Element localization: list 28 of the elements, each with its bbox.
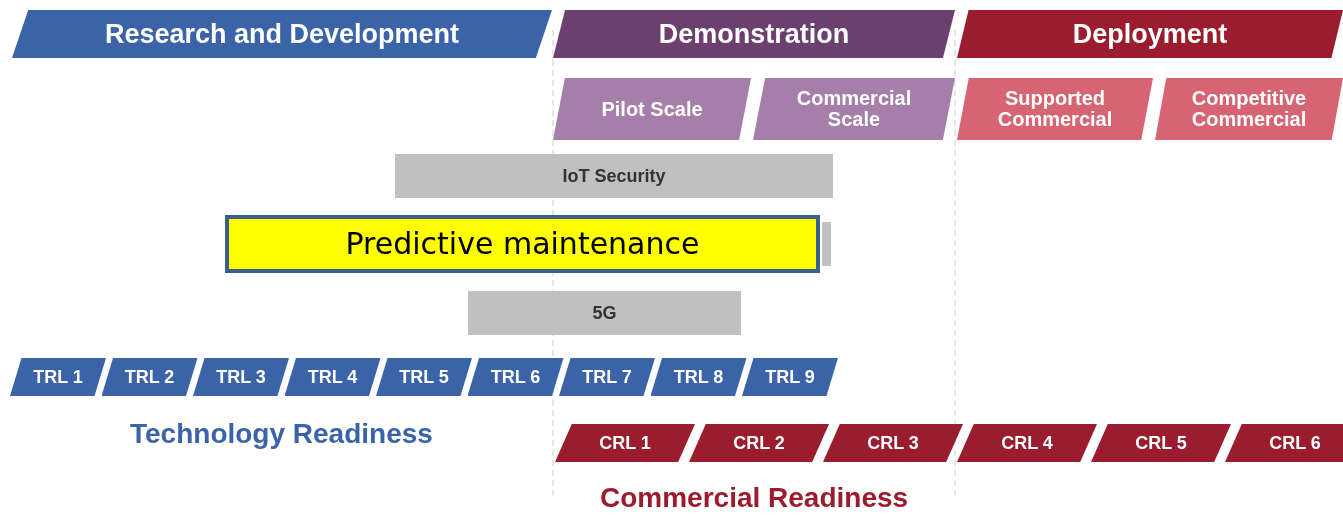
level-tag: TRL 1 — [10, 358, 106, 396]
level-tag: CRL 5 — [1091, 424, 1231, 462]
axis-title: Technology Readiness — [130, 418, 433, 450]
highlight-box: Predictive maintenance — [225, 215, 820, 273]
technology-bar: IoT Security — [395, 154, 833, 198]
level-tag: TRL 6 — [467, 358, 564, 396]
technology-bar: 5G — [468, 291, 741, 335]
level-tag: TRL 3 — [193, 358, 289, 396]
axis-title: Commercial Readiness — [600, 482, 909, 514]
level-tag: TRL 2 — [101, 358, 198, 396]
level-tag: TRL 8 — [650, 358, 747, 396]
stage-tag: Competitive Commercial — [1155, 78, 1343, 140]
stage-tag: Pilot Scale — [553, 78, 751, 140]
phase-banner: Research and Development — [12, 10, 552, 58]
level-tag: CRL 4 — [957, 424, 1097, 462]
level-tag: CRL 3 — [823, 424, 963, 462]
level-tag: TRL 7 — [559, 358, 655, 396]
bar-shape — [822, 222, 831, 266]
level-tag: CRL 1 — [555, 424, 695, 462]
stage-tag: Supported Commercial — [957, 78, 1153, 140]
level-tag: TRL 9 — [742, 358, 838, 396]
level-tag: CRL 2 — [689, 424, 829, 462]
level-tag: TRL 5 — [376, 358, 472, 396]
level-tag: TRL 4 — [284, 358, 381, 396]
phase-banner: Deployment — [957, 10, 1343, 58]
stage-tag: Commercial Scale — [753, 78, 955, 140]
phase-banner: Demonstration — [553, 10, 955, 58]
level-tag: CRL 6 — [1225, 424, 1343, 462]
